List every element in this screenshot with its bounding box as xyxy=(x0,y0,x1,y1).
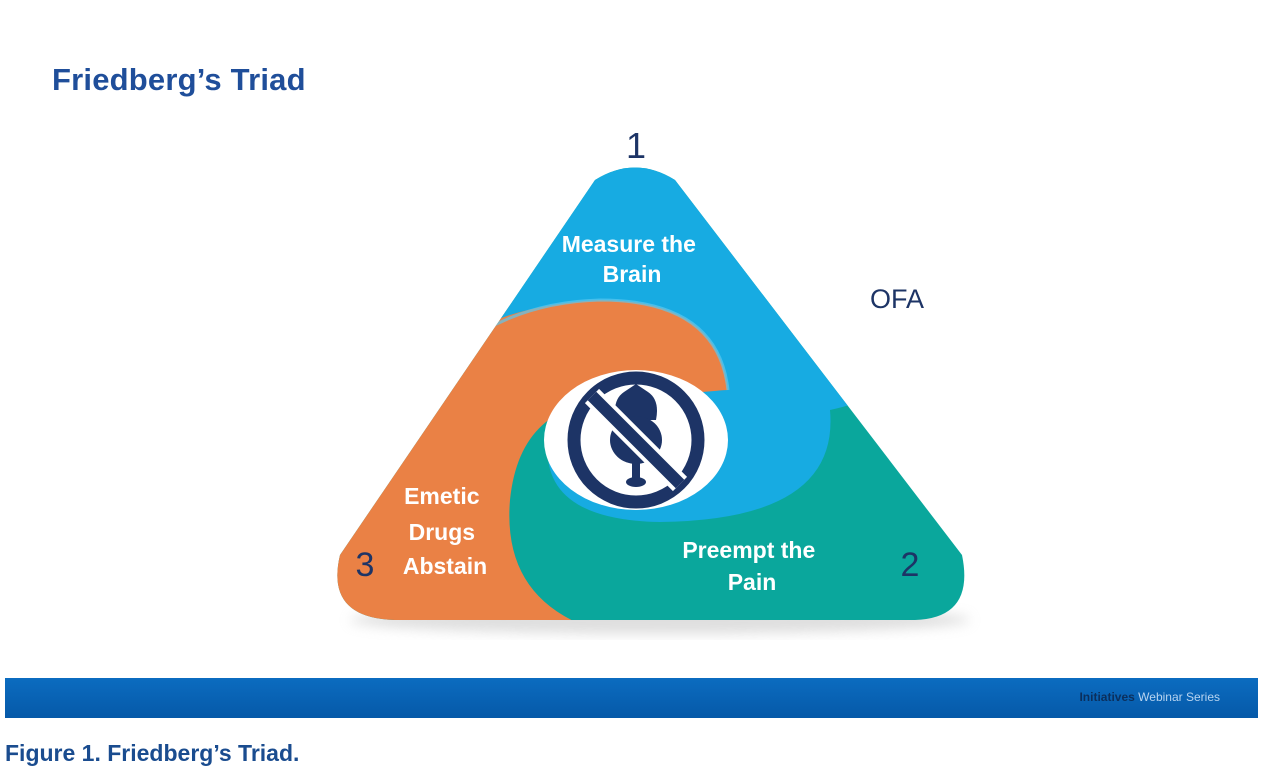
segment-top-line1: Measure the xyxy=(562,231,696,257)
triad-diagram: Measure the Brain Preempt the Pain Emeti… xyxy=(337,125,970,634)
side-label-ofa: OFA xyxy=(870,284,924,314)
segment-left-line1: Emetic xyxy=(404,483,480,509)
segment-left-label: Emetic Drugs Abstain xyxy=(403,483,487,579)
footer-band: Initiatives Webinar Series xyxy=(5,678,1258,718)
number-right: 2 xyxy=(901,546,920,584)
segment-right-line2: Pain xyxy=(728,569,777,595)
figure-caption: Figure 1. Friedberg’s Triad. xyxy=(5,740,300,766)
footer-series-text: Initiatives Webinar Series xyxy=(1079,690,1220,704)
footer-brand: Initiatives xyxy=(1079,690,1135,704)
segment-left-line3: Abstain xyxy=(403,553,487,579)
segment-top-line2: Brain xyxy=(603,261,662,287)
blue-curl-edge xyxy=(461,298,730,391)
segment-right-line1: Preempt the xyxy=(682,537,815,563)
segment-right-label: Preempt the Pain xyxy=(682,537,821,595)
segment-top-label: Measure the Brain xyxy=(562,231,703,287)
number-top: 1 xyxy=(626,125,646,166)
number-left: 3 xyxy=(356,546,375,584)
segment-left-line2: Drugs xyxy=(409,519,475,545)
no-opioid-icon xyxy=(567,371,705,509)
footer-series: Webinar Series xyxy=(1138,690,1220,704)
slide-title: Friedberg’s Triad xyxy=(52,62,306,97)
